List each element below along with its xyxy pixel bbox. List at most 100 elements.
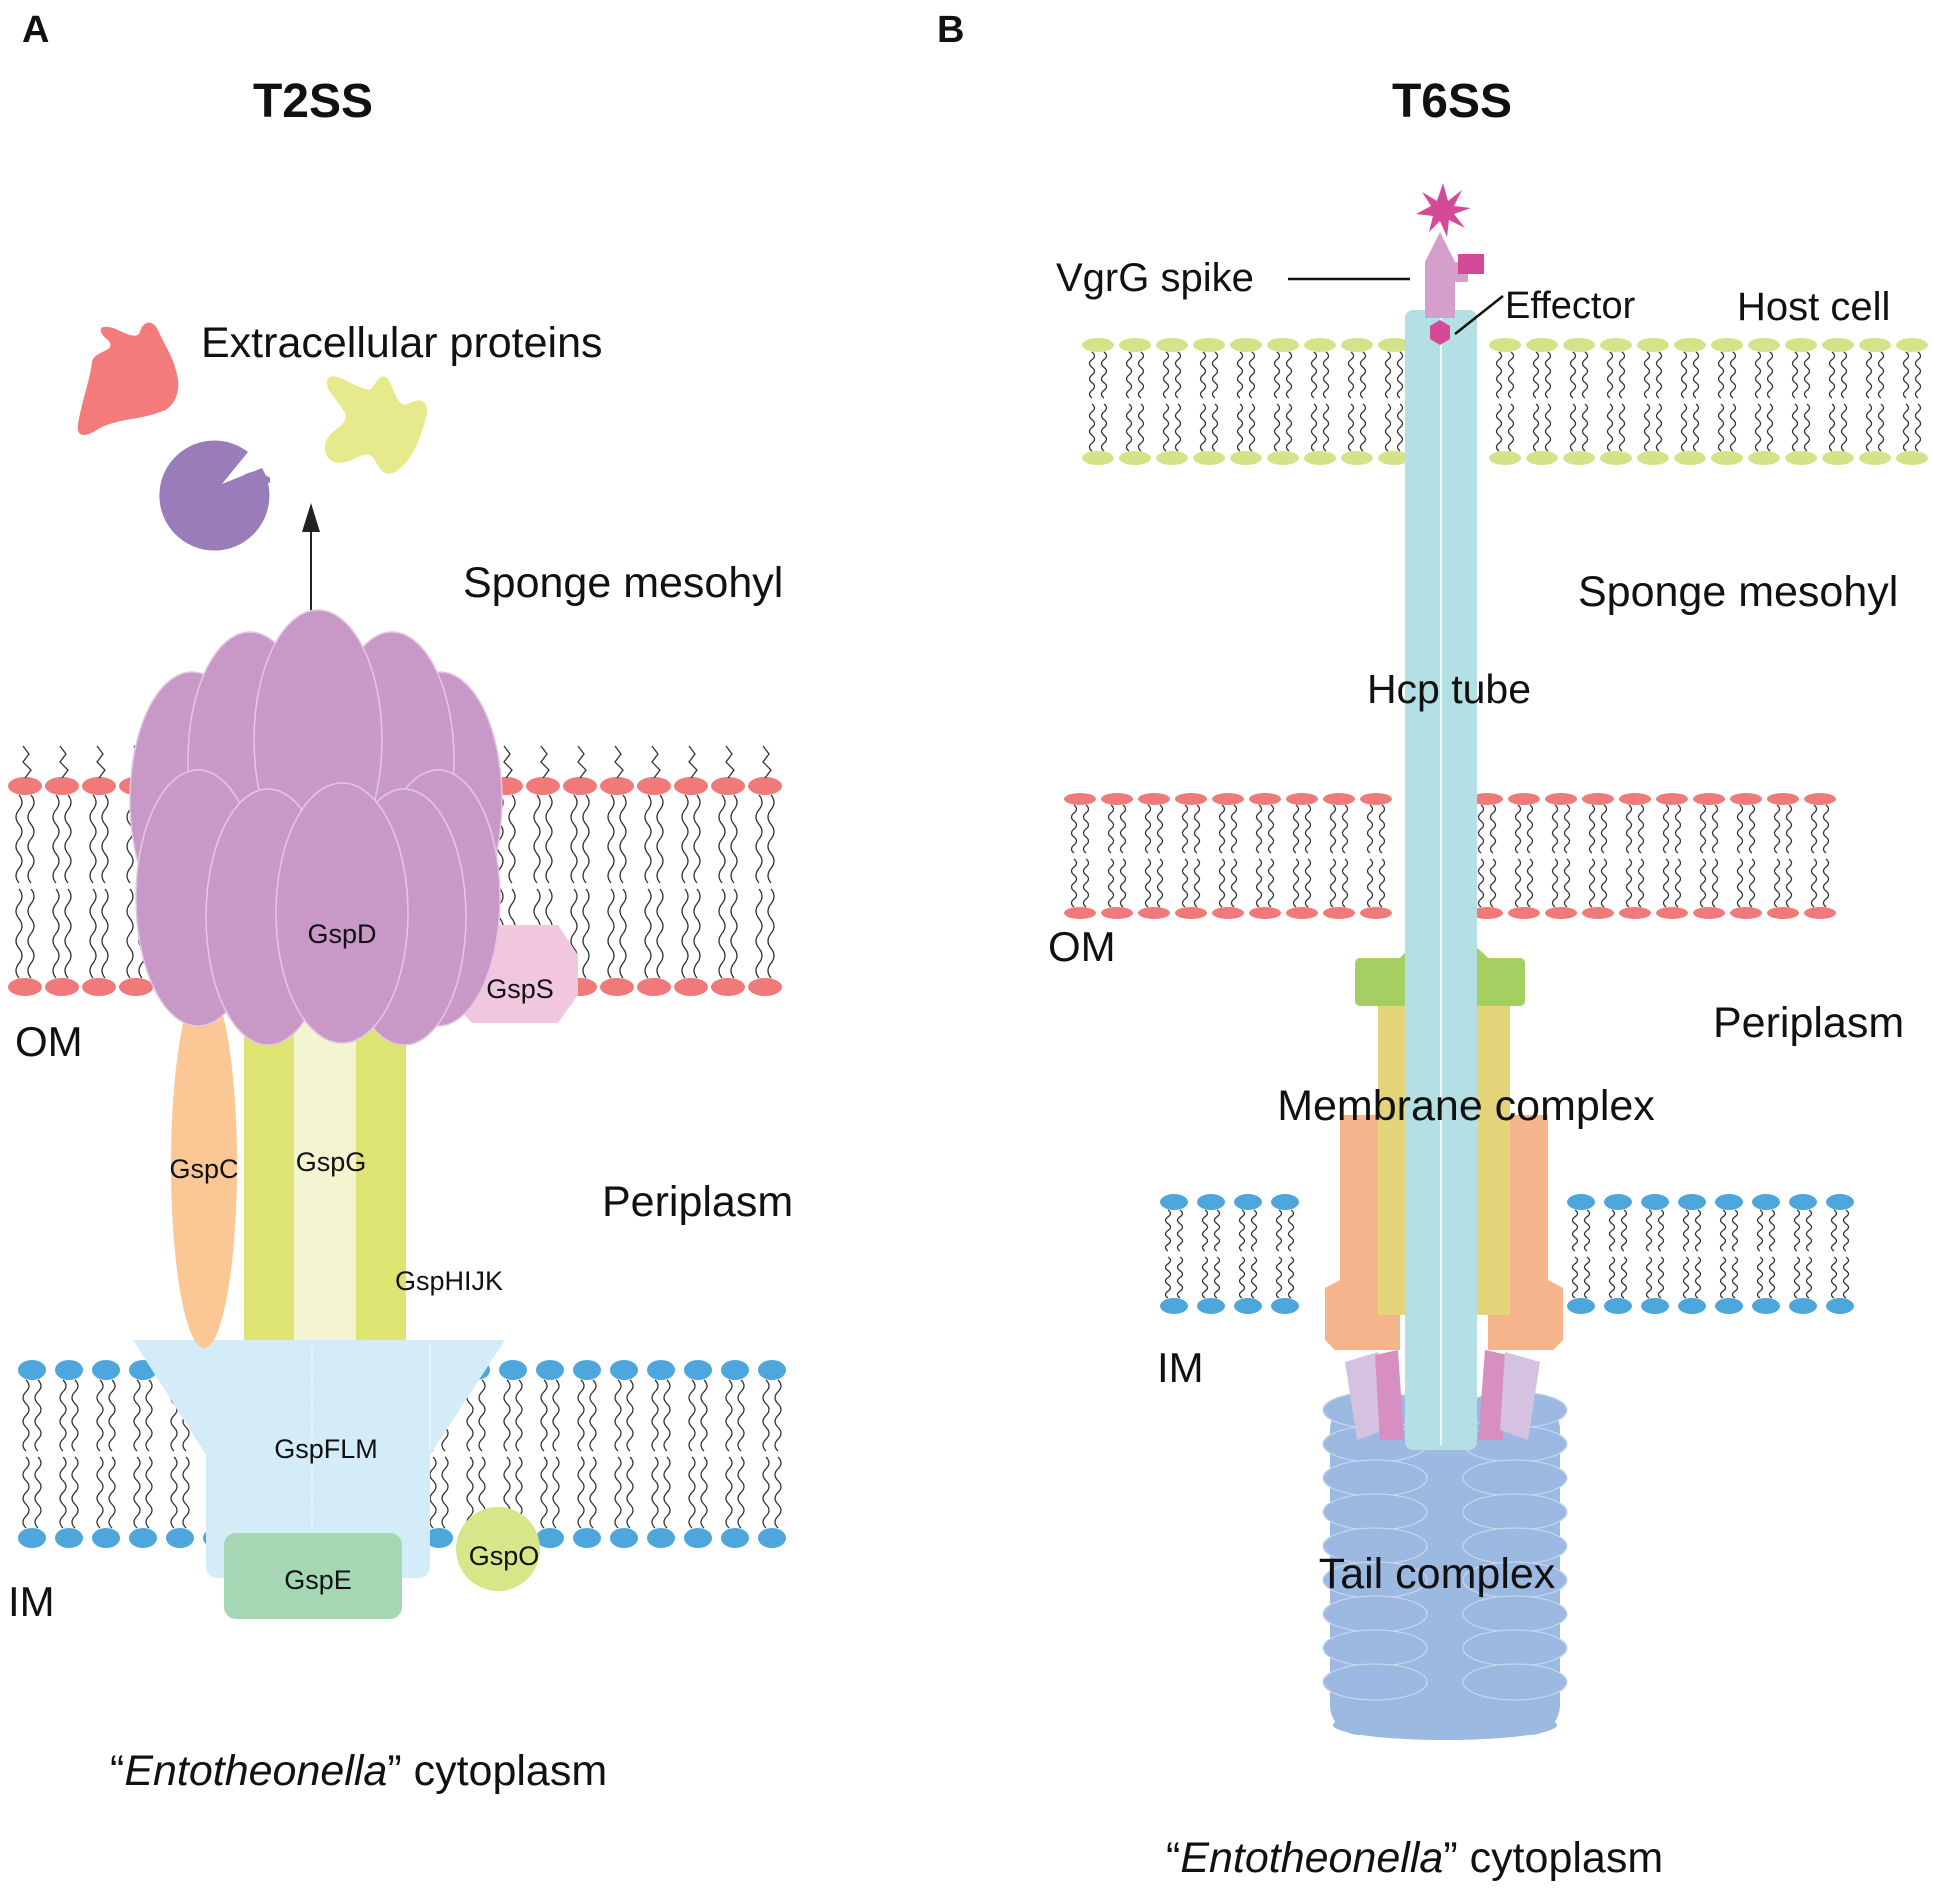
lipid-tail xyxy=(1717,403,1725,452)
label-a-sponge-mesohyl: Sponge mesohyl xyxy=(463,559,783,607)
lipid-tail xyxy=(1193,858,1201,908)
lipid-tail xyxy=(1489,858,1497,908)
lipid-head xyxy=(748,978,782,996)
lipid-head xyxy=(1785,451,1817,465)
lipid-head xyxy=(18,1528,46,1548)
lipid-tail xyxy=(1822,804,1830,854)
lipid-tail xyxy=(1359,403,1367,452)
lipid-tail xyxy=(626,1379,634,1452)
tail-ring-left xyxy=(1322,1629,1428,1667)
lipid-tail xyxy=(1655,351,1663,399)
lipid-tail xyxy=(1625,858,1633,908)
lps-chain xyxy=(59,745,69,779)
lipid-head xyxy=(1489,338,1521,352)
lipid-tail xyxy=(1236,403,1244,452)
gspd-subunit xyxy=(275,782,409,1044)
lipid-head xyxy=(1193,338,1225,352)
lipid-tail xyxy=(651,1456,659,1529)
lipid-tail xyxy=(1583,1256,1591,1299)
membrane-complex-outer-right-top xyxy=(1510,1115,1548,1295)
lipid-tail xyxy=(1581,351,1589,399)
lipid-tail xyxy=(1285,351,1293,399)
lipid-tail xyxy=(589,1456,597,1529)
lipid-tail xyxy=(1828,403,1836,452)
lipid-tail xyxy=(1620,1209,1628,1252)
lipid-head xyxy=(1693,907,1725,919)
lipid-tail xyxy=(626,1456,634,1529)
lipid-head xyxy=(1064,907,1096,919)
lipid-tail xyxy=(478,1379,486,1452)
lipid-head xyxy=(1693,793,1725,805)
lipid-head xyxy=(1160,1298,1188,1314)
lipid-head xyxy=(1619,793,1651,805)
lipid-head xyxy=(1267,451,1299,465)
lipid-tail xyxy=(577,1456,585,1529)
lipid-head xyxy=(1249,793,1281,805)
lipid-tail xyxy=(1680,351,1688,399)
lipid-tail xyxy=(1606,351,1614,399)
label-gspg: GspG xyxy=(296,1147,367,1177)
lipid-head xyxy=(1341,338,1373,352)
lipid-tail xyxy=(1563,858,1571,908)
lipid-head xyxy=(1360,793,1392,805)
lipid-tail xyxy=(34,1379,42,1452)
lipid-tail xyxy=(1218,804,1226,854)
lipid-tail xyxy=(1082,858,1090,908)
lipid-tail xyxy=(1588,804,1596,854)
lipid-head xyxy=(1804,793,1836,805)
lipid-head xyxy=(1678,1298,1706,1314)
lipid-tail xyxy=(1384,351,1392,399)
lipid-tail xyxy=(552,1379,560,1452)
lipid-head xyxy=(82,777,116,795)
lipid-tail xyxy=(1213,1256,1221,1299)
lipid-tail xyxy=(89,794,97,884)
lipid-tail xyxy=(1914,403,1922,452)
lipid-tail xyxy=(71,1379,79,1452)
lipid-head xyxy=(526,777,560,795)
panel-a-title: T2SS xyxy=(253,75,373,128)
lipid-tail xyxy=(614,1379,622,1452)
lipid-tail xyxy=(540,1456,548,1529)
lipid-tail xyxy=(688,1456,696,1529)
lipid-head xyxy=(1101,907,1133,919)
lipid-tail xyxy=(1805,1256,1813,1299)
lipid-head xyxy=(1489,451,1521,465)
lipid-tail xyxy=(1692,403,1700,452)
label-a-om: OM xyxy=(15,1018,83,1065)
lipid-tail xyxy=(1736,858,1744,908)
lipid-head xyxy=(647,1360,675,1380)
lipid-tail xyxy=(730,794,738,884)
lipid-tail xyxy=(1793,1256,1801,1299)
lipid-tail xyxy=(1830,1209,1838,1252)
lipid-tail xyxy=(1754,403,1762,452)
lipid-tail xyxy=(1532,351,1540,399)
baseplate-lilac-right xyxy=(1500,1352,1540,1440)
lipid-head xyxy=(166,1528,194,1548)
baseplate-lilac-left xyxy=(1345,1352,1385,1440)
gspflm-complex xyxy=(133,1340,505,1578)
lipid-tail xyxy=(1822,858,1830,908)
lipid-tail xyxy=(15,888,23,979)
lipid-tail xyxy=(1608,1209,1616,1252)
lipid-tail xyxy=(1588,858,1596,908)
lipid-head xyxy=(1082,338,1114,352)
lipid-tail xyxy=(1877,403,1885,452)
lipid-tail xyxy=(644,888,652,979)
lipid-tail xyxy=(730,888,738,979)
label-gsps: GspS xyxy=(486,974,554,1004)
lipid-head xyxy=(711,978,745,996)
lipid-tail xyxy=(1840,403,1848,452)
lipid-head xyxy=(1641,1194,1669,1210)
lipid-tail xyxy=(1070,858,1078,908)
lps-chain xyxy=(651,745,661,779)
lipid-head xyxy=(1064,793,1096,805)
lipid-tail xyxy=(170,1456,178,1529)
label-a-im: IM xyxy=(8,1578,55,1625)
lipid-tail xyxy=(1803,351,1811,399)
lipid-tail xyxy=(1273,403,1281,452)
lipid-head xyxy=(1230,451,1262,465)
lipid-tail xyxy=(725,1379,733,1452)
lipid-tail xyxy=(182,1456,190,1529)
lipid-head xyxy=(1156,338,1188,352)
lipid-tail xyxy=(1181,804,1189,854)
